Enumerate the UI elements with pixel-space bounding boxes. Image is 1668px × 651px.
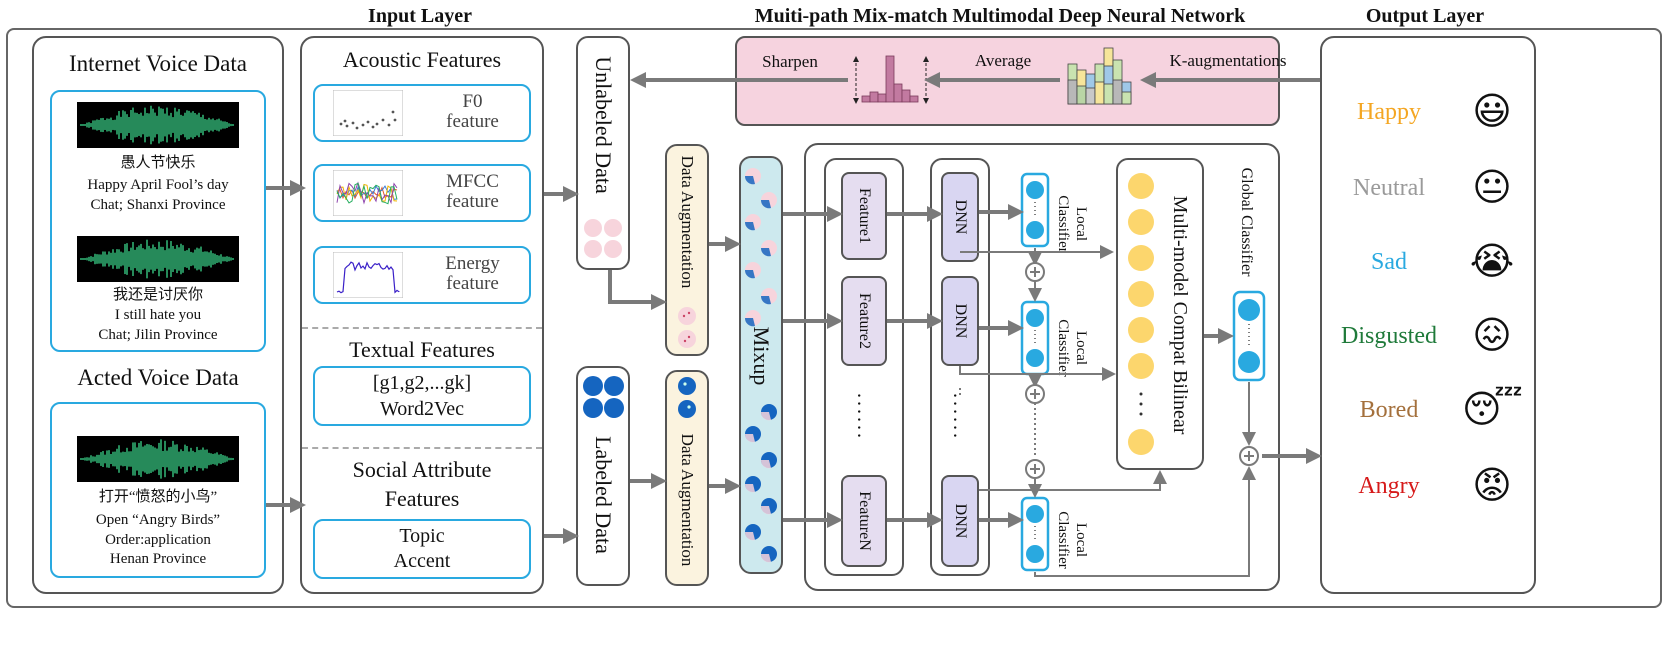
dnnN-box — [941, 475, 979, 567]
emotion-icon-angry: 😡 — [1472, 463, 1512, 507]
emotion-icon-sad: 😭 — [1469, 239, 1515, 283]
emotion-label-disgusted: Disgusted — [1341, 323, 1437, 349]
sample2-meta: Chat; Jilin Province — [98, 327, 218, 343]
feature1-box — [841, 172, 887, 260]
divider-1 — [302, 327, 542, 329]
acted-voice-box — [50, 402, 266, 578]
sample3-en: Open “Angry Birds” — [95, 512, 221, 528]
dnn-column — [930, 158, 990, 576]
waveform-image-2 — [77, 236, 239, 282]
sample1-meta: Chat; Shanxi Province — [90, 197, 226, 213]
textual-features-box — [313, 366, 531, 426]
f0-plot-thumbnail — [333, 90, 403, 136]
acted-voice-title: Acted Voice Data — [77, 365, 239, 390]
sample1-zh: 愚人节快乐 — [120, 155, 196, 171]
internet-voice-title: Internet Voice Data — [69, 51, 247, 76]
textual-features-title: Textual Features — [349, 337, 495, 362]
social-features-box — [313, 519, 531, 579]
energy-feature-label: Energy feature — [445, 253, 500, 294]
unlabeled-samples-icon — [584, 219, 622, 258]
bilinear-block — [1116, 158, 1204, 470]
mfcc-plot-thumbnail — [333, 170, 403, 216]
emotion-icon-neutral: 😐 — [1472, 165, 1512, 209]
sharpen-label: Sharpen — [762, 52, 818, 71]
sample3-meta1: Order:application — [105, 532, 211, 548]
sample2-zh: 我还是讨厌你 — [112, 287, 203, 303]
average-label: Average — [974, 51, 1032, 70]
outer-frame — [6, 28, 1662, 608]
social-line2: Accent — [393, 550, 451, 572]
f0-feature-label: F0 feature — [446, 91, 499, 132]
k-augmentations-label: K-augmentations — [1169, 51, 1287, 70]
sample2-en: I still hate you — [114, 307, 202, 323]
network-title: Muiti-path Mix-match Multimodal Deep Neu… — [754, 5, 1246, 27]
energy-plot-thumbnail — [333, 252, 403, 298]
local-classifier-N — [1020, 496, 1050, 572]
sample1-en: Happy April Fool’s day — [87, 177, 229, 193]
emotion-label-happy: Happy — [1357, 99, 1421, 125]
global-classifier — [1232, 290, 1266, 382]
acoustic-features-title: Acoustic Features — [342, 47, 502, 72]
bilinear-nodes — [1128, 173, 1154, 455]
mixup-samples-icon — [744, 168, 777, 563]
labeled-samples-icon — [583, 376, 624, 418]
featureN-box — [841, 475, 887, 567]
augmented-labeled-icon — [678, 377, 696, 418]
emotion-label-neutral: Neutral — [1353, 175, 1425, 201]
sample3-meta2: Henan Province — [109, 551, 207, 567]
emotion-icon-happy: 😃 — [1472, 89, 1512, 133]
augmented-unlabeled-icon — [678, 307, 696, 348]
dnn2-box — [941, 276, 979, 366]
unlabeled-data-box — [576, 36, 630, 270]
sample3-zh: 打开“愤怒的小鸟” — [98, 489, 218, 505]
local-classifier-2 — [1020, 300, 1050, 376]
textual-line2: Word2Vec — [380, 398, 464, 420]
labeled-data-box — [576, 366, 630, 586]
waveform-image-1 — [77, 102, 239, 148]
local-classifier-1 — [1020, 172, 1050, 248]
output-layer-title: Output Layer — [1365, 5, 1485, 27]
dnn1-box — [941, 172, 979, 262]
feature-column — [824, 158, 904, 576]
emotion-label-sad: Sad — [1371, 249, 1407, 275]
emotion-icon-bored: 😴 — [1462, 387, 1523, 431]
input-layer-title: Input Layer — [368, 5, 472, 27]
divider-2 — [302, 447, 542, 449]
average-histogram — [1067, 47, 1132, 105]
sharpen-histogram — [853, 55, 929, 104]
arrow-unlabeled-to-augmentation — [608, 270, 667, 310]
emotion-label-bored: Bored — [1359, 397, 1419, 423]
emotion-icon-disgusted: 😖 — [1472, 313, 1512, 357]
social-title-line1: Social Attribute — [352, 457, 492, 482]
output-panel — [1320, 36, 1536, 594]
textual-line1: [g1,g2,...gk] — [372, 372, 472, 394]
emotion-label-angry: Angry — [1358, 473, 1420, 499]
waveform-image-3 — [77, 436, 239, 482]
social-line1: Topic — [399, 525, 445, 547]
social-title-line2: Features — [384, 486, 460, 511]
mfcc-feature-label: MFCC feature — [446, 171, 499, 212]
